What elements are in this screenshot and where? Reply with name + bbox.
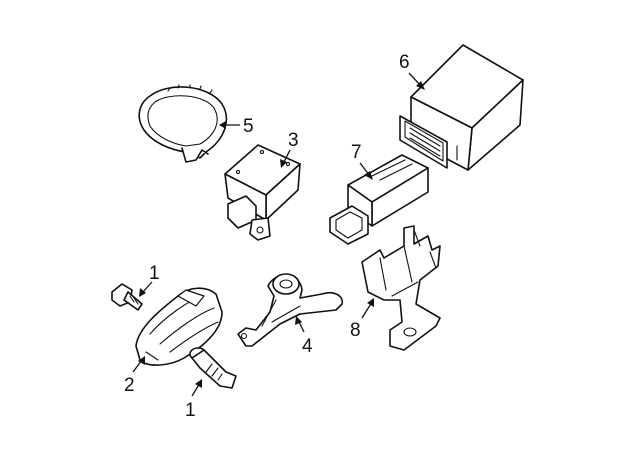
callout-5: 5	[243, 116, 254, 137]
part-6-control-module	[399, 44, 524, 171]
callout-6: 6	[399, 52, 410, 73]
callout-8: 8	[350, 320, 361, 341]
part-1-valve-stem-lower	[189, 347, 237, 389]
part-1-valve-screw-upper	[111, 283, 143, 311]
part-2-tire-pressure-sensor	[135, 287, 223, 366]
part-4-strap-bracket	[237, 273, 344, 347]
callout-7: 7	[351, 142, 362, 163]
callout-labels: 6 5 3 7 1 4 8 2 1	[124, 52, 410, 421]
part-8-bracket	[361, 225, 441, 351]
callout-3: 3	[288, 130, 299, 151]
part-3-sensor-module	[224, 144, 301, 241]
part-5-antenna-ring	[138, 84, 228, 163]
callout-2: 2	[124, 375, 135, 396]
callout-1-lower: 1	[185, 400, 196, 421]
callout-1-upper: 1	[149, 263, 160, 284]
part-7-receiver-module	[329, 154, 429, 245]
callout-4: 4	[302, 336, 313, 357]
leader-lines	[132, 72, 425, 397]
